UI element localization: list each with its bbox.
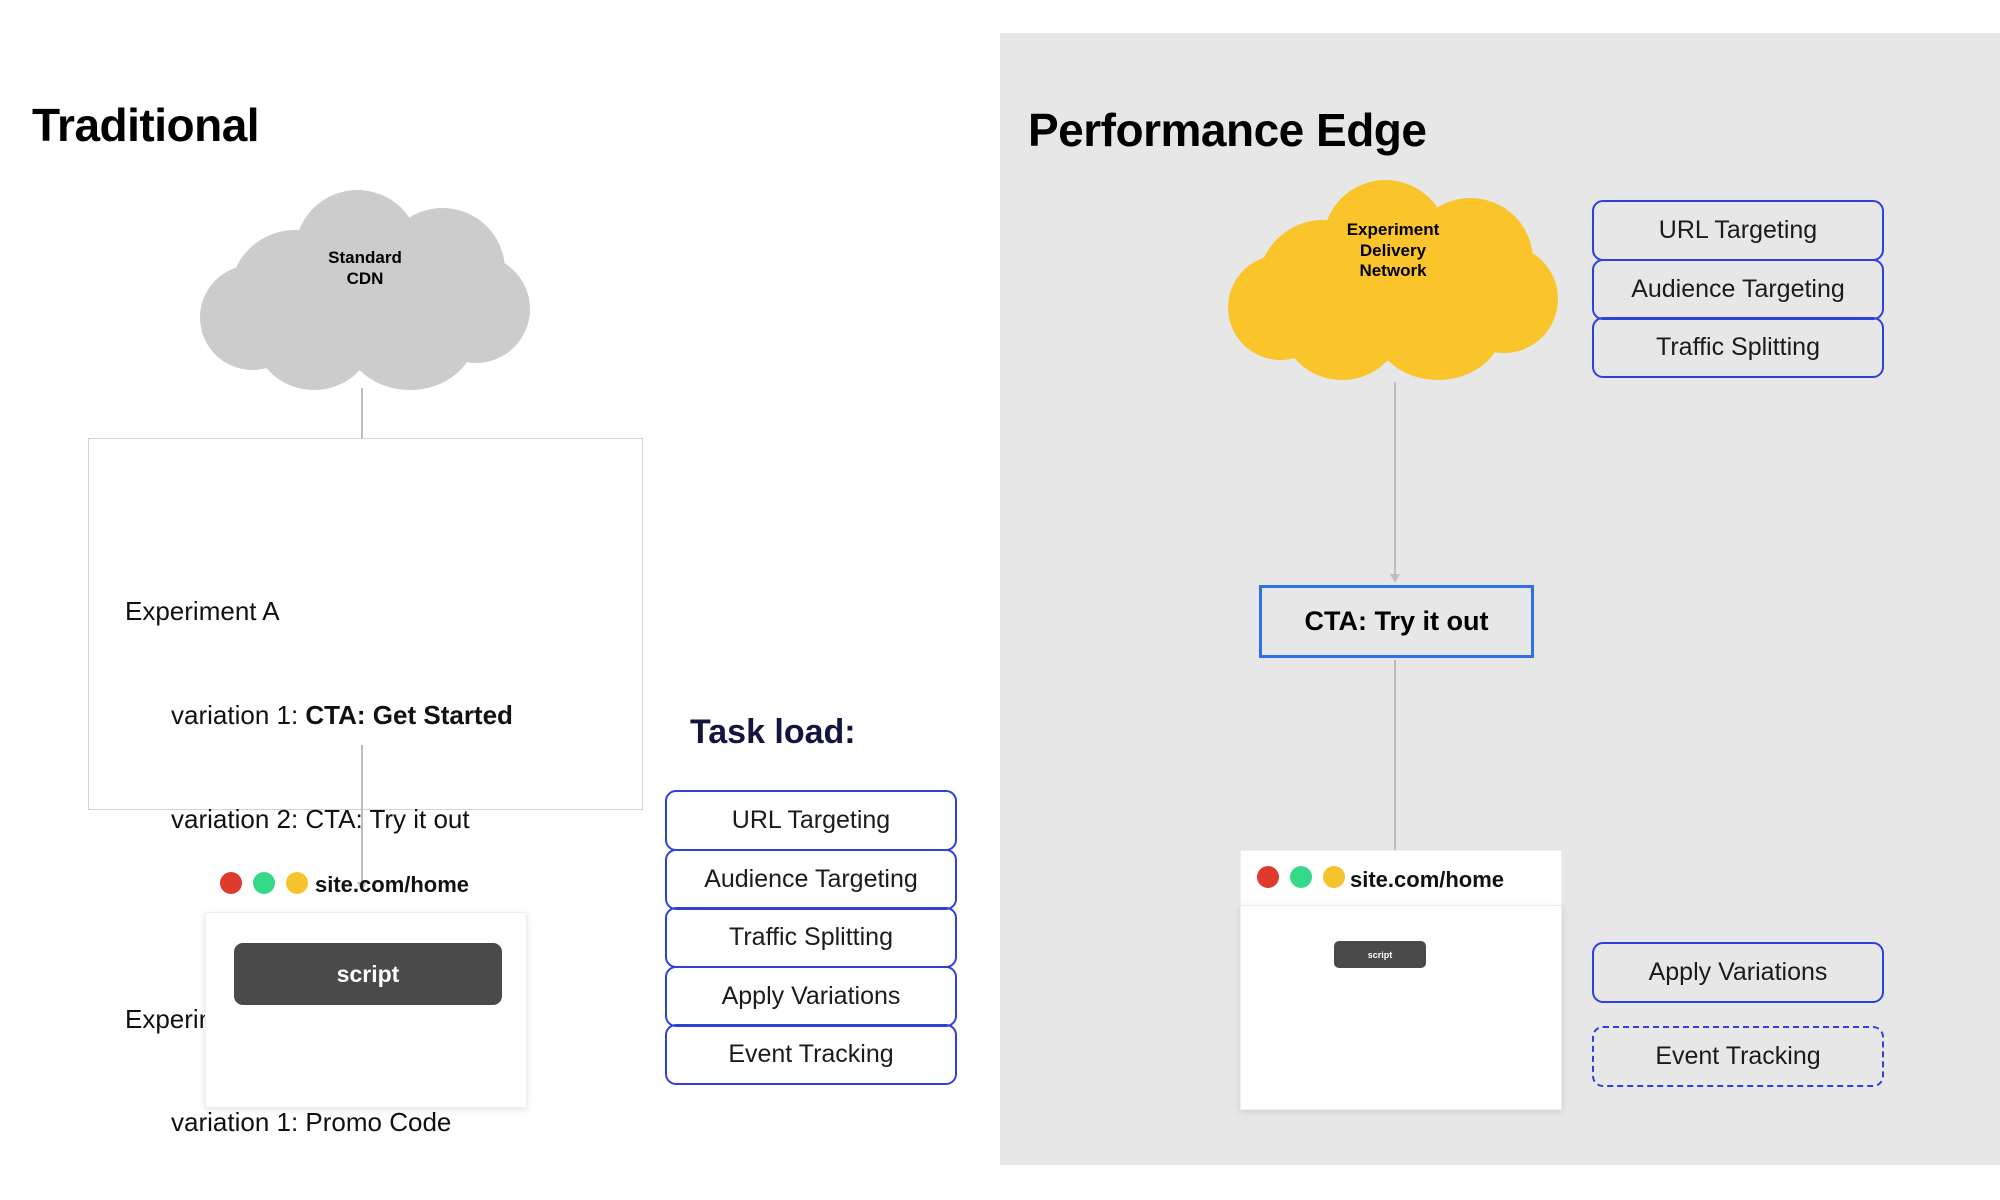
connector-shaft [1394,660,1396,897]
standard-cdn-cloud-label: Standard CDN [328,248,402,288]
maximize-dot-icon [1290,866,1312,888]
performance-edge-section-title: Performance Edge [1028,104,1427,156]
experiment-delivery-network-cloud: Experiment Delivery Network [1228,180,1558,380]
edge-bottom-capability-list: Apply Variations Event Tracking [1592,942,1884,1110]
browser-url: site.com/home [315,872,470,897]
variation-2-prefix: variation 2: [171,803,306,834]
edge-capability-url-targeting[interactable]: URL Targeting [1592,200,1884,261]
connector-shaft [361,388,363,487]
experiment-a-variation-2: variation 2: CTA: Try it out [125,802,513,837]
cta-variation-box[interactable]: CTA: Try it out [1259,585,1534,658]
task-load-item-traffic-splitting[interactable]: Traffic Splitting [665,907,957,968]
variation-1-value: CTA: Get Started [305,699,513,730]
browser-viewport: script [1240,905,1562,1110]
task-load-title: Task load: [690,713,856,751]
edge-browser-mock: site.com/home script [1240,850,1562,1110]
edge-capability-apply-variations[interactable]: Apply Variations [1592,942,1884,1003]
variation-1-value: Promo Code [305,1107,452,1138]
minimize-dot-icon [1323,866,1345,888]
task-load-item-apply-variations[interactable]: Apply Variations [665,965,957,1027]
experiment-delivery-network-cloud-label: Experiment Delivery Network [1346,220,1440,281]
experiment-b-variation-1: variation 1: Promo Code [125,1105,513,1140]
task-load-item-audience-targeting[interactable]: Audience Targeting [665,848,957,910]
variation-1-prefix: variation 1: [171,1107,306,1138]
experiment-a-name: Experiment A [125,596,280,627]
script-block: script [234,943,502,1005]
script-block: script [1334,941,1426,968]
browser-traffic-lights [1257,866,1345,888]
close-dot-icon [1257,866,1279,888]
cloud-puff [225,248,505,358]
edge-capability-event-tracking[interactable]: Event Tracking [1592,1026,1884,1087]
close-dot-icon [220,872,242,894]
traditional-browser-mock: site.com/home script [205,855,535,1195]
edge-capability-audience-targeting[interactable]: Audience Targeting [1592,258,1884,320]
browser-traffic-lights [220,872,308,894]
task-load-item-event-tracking[interactable]: Event Tracking [665,1024,957,1085]
arrowhead-icon [1390,574,1400,583]
edge-top-capability-list: URL Targeting Audience Targeting Traffic… [1592,200,1884,378]
connector-shaft [361,745,363,882]
browser-url: site.com/home [1350,867,1505,892]
traditional-section-title: Traditional [32,99,260,151]
experiment-config-text: Experiment A variation 1: CTA: Get Start… [125,525,513,1200]
cloud-puff [1253,238,1533,348]
minimize-dot-icon [286,872,308,894]
connector-shaft [1394,382,1396,574]
variation-1-prefix: variation 1: [171,699,306,730]
edge-capability-traffic-splitting[interactable]: Traffic Splitting [1592,317,1884,378]
experiment-config-box: Experiment A variation 1: CTA: Get Start… [88,438,643,1137]
maximize-dot-icon [253,872,275,894]
arrowhead-icon [357,882,367,891]
experiment-a-variation-1: variation 1: CTA: Get Started [125,698,513,733]
browser-viewport: script [205,912,527,1108]
variation-2-value: CTA: Try it out [305,803,470,834]
task-load-item-url-targeting[interactable]: URL Targeting [665,790,957,851]
standard-cdn-cloud: Standard CDN [200,190,530,390]
task-load-list: URL Targeting Audience Targeting Traffic… [665,790,957,1085]
